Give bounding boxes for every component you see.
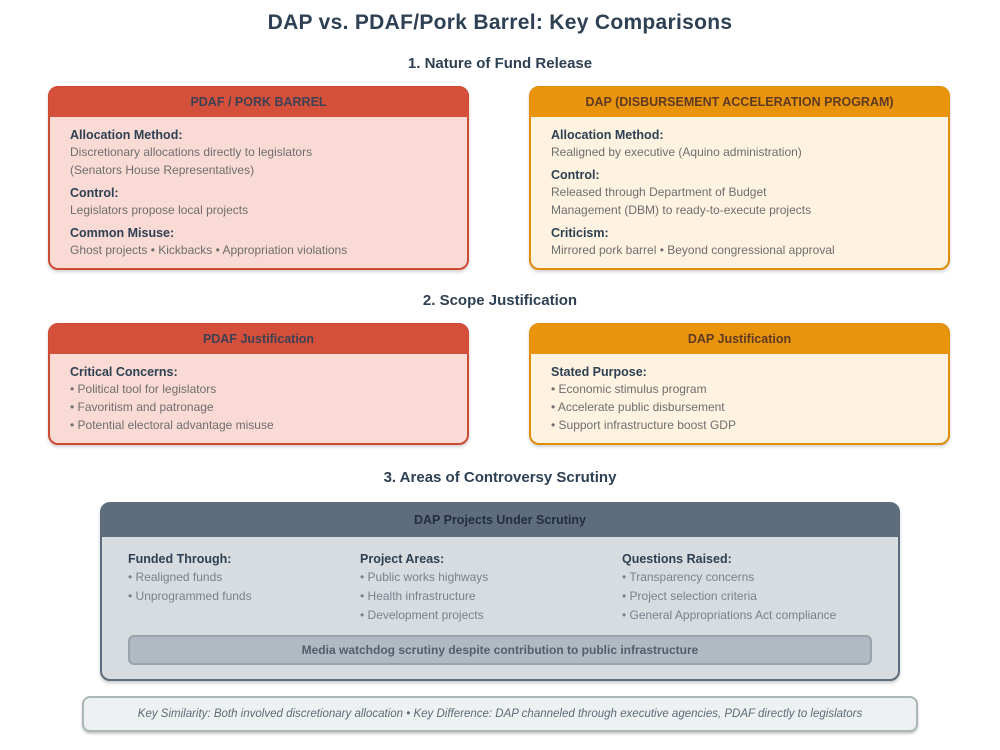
column-line: • Development projects: [360, 608, 484, 622]
item-line: Ghost projects • Kickbacks • Appropriati…: [70, 243, 348, 257]
scrutiny-card-header: DAP Projects Under Scrutiny: [101, 503, 899, 537]
item-line: • Political tool for legislators: [70, 382, 217, 396]
item-label: Allocation Method:: [70, 128, 183, 142]
item-line: • Potential electoral advantage misuse: [70, 418, 274, 432]
funded-through-column: Funded Through: • Realigned funds • Unpr…: [128, 546, 360, 623]
item-label: Control:: [70, 186, 119, 200]
item-label: Criticism:: [551, 226, 609, 240]
pdaf-justification-body: Critical Concerns: • Political tool for …: [50, 353, 467, 443]
dap-justification-body: Stated Purpose: • Economic stimulus prog…: [531, 353, 948, 443]
media-scrutiny-banner: Media watchdog scrutiny despite contribu…: [128, 635, 872, 665]
dap-scrutiny-card: DAP Projects Under Scrutiny Funded Throu…: [100, 502, 900, 681]
item-line: Management (DBM) to ready-to-execute pro…: [551, 203, 812, 217]
item-label: Stated Purpose:: [551, 365, 647, 379]
dap-card-body: Allocation Method: Realigned by executiv…: [531, 116, 948, 268]
section-2-cards-row: PDAF Justification Critical Concerns: • …: [48, 323, 950, 445]
column-line: • General Appropriations Act compliance: [622, 608, 837, 622]
item-line: • Favoritism and patronage: [70, 400, 214, 414]
dap-justification-card: DAP Justification Stated Purpose: • Econ…: [529, 323, 950, 445]
item-label: Control:: [551, 168, 600, 182]
item-line: Released through Department of Budget: [551, 185, 767, 199]
pdaf-justification-card: PDAF Justification Critical Concerns: • …: [48, 323, 469, 445]
item-line: Mirrored pork barrel • Beyond congressio…: [551, 243, 835, 257]
item-label: Common Misuse:: [70, 226, 175, 240]
column-label: Funded Through:: [128, 552, 232, 566]
page-title: DAP vs. PDAF/Pork Barrel: Key Comparison…: [267, 11, 733, 34]
column-line: • Health infrastructure: [360, 589, 476, 603]
pdaf-pork-barrel-card: PDAF / PORK BARREL Allocation Method: Di…: [48, 86, 469, 270]
pdaf-justification-header: PDAF Justification: [49, 324, 468, 354]
column-line: • Unprogrammed funds: [128, 589, 252, 603]
item-line: • Support infrastructure boost GDP: [551, 418, 736, 432]
item-line: • Economic stimulus program: [551, 382, 707, 396]
scrutiny-columns: Funded Through: • Realigned funds • Unpr…: [102, 536, 898, 623]
dap-program-card: DAP (DISBURSEMENT ACCELERATION PROGRAM) …: [529, 86, 950, 270]
column-line: • Public works highways: [360, 570, 489, 584]
project-areas-column: Project Areas: • Public works highways •…: [360, 546, 622, 623]
column-line: • Transparency concerns: [622, 570, 755, 584]
item-line: Realigned by executive (Aquino administr…: [551, 145, 802, 159]
section-1-cards-row: PDAF / PORK BARREL Allocation Method: Di…: [48, 86, 950, 270]
key-similarity-note: Key Similarity: Both involved discretion…: [82, 696, 918, 732]
section-1-heading: 1. Nature of Fund Release: [407, 55, 593, 72]
item-line: (Senators House Representatives): [70, 163, 255, 177]
dap-card-header: DAP (DISBURSEMENT ACCELERATION PROGRAM): [530, 87, 949, 117]
dap-justification-header: DAP Justification: [530, 324, 949, 354]
column-line: • Realigned funds: [128, 570, 223, 584]
pdaf-card-header: PDAF / PORK BARREL: [49, 87, 468, 117]
questions-raised-column: Questions Raised: • Transparency concern…: [622, 546, 852, 623]
item-line: Legislators propose local projects: [70, 203, 249, 217]
section-2-heading: 2. Scope Justification: [422, 292, 578, 309]
item-line: • Accelerate public disbursement: [551, 400, 725, 414]
column-label: Questions Raised:: [622, 552, 732, 566]
item-label: Allocation Method:: [551, 128, 664, 142]
column-line: • Project selection criteria: [622, 589, 757, 603]
column-label: Project Areas:: [360, 552, 445, 566]
pdaf-card-body: Allocation Method: Discretionary allocat…: [50, 116, 467, 268]
section-3-heading: 3. Areas of Controversy Scrutiny: [383, 469, 617, 486]
item-label: Critical Concerns:: [70, 365, 178, 379]
item-line: Discretionary allocations directly to le…: [70, 145, 313, 159]
